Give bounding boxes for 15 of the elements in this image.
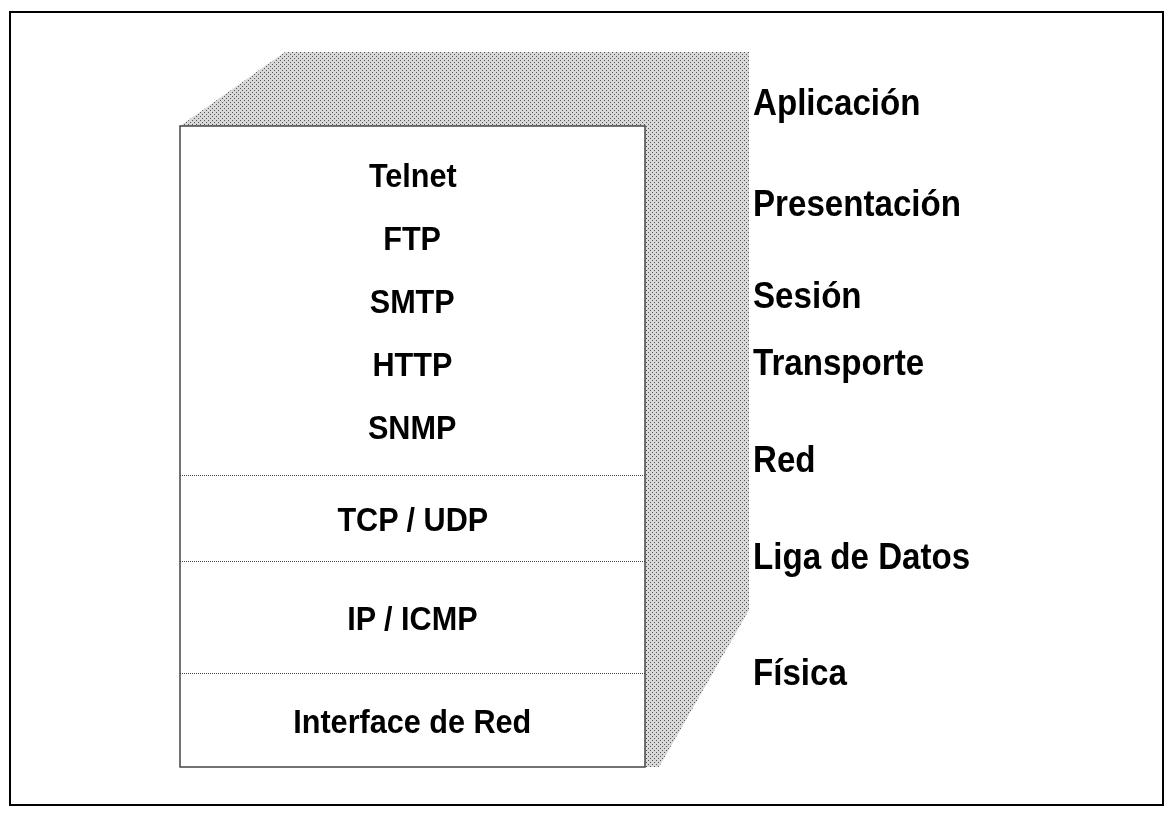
protocol-name: HTTP <box>372 346 453 381</box>
osi-layer-label: Aplicación <box>753 85 921 121</box>
protocol-name: SMTP <box>370 283 455 318</box>
osi-layer-label: Física <box>753 655 847 691</box>
protocol-name: SNMP <box>368 409 457 444</box>
protocol-name: IP / ICMP <box>347 600 478 635</box>
osi-layer-label: Transporte <box>753 345 925 381</box>
protocol-name: Interface de Red <box>293 703 532 738</box>
protocol-name: Telnet <box>368 157 457 192</box>
protocol-name: FTP <box>383 220 442 255</box>
osi-layer-label: Red <box>753 442 816 478</box>
protocol-name: TCP / UDP <box>337 501 488 536</box>
osi-layer-label: Liga de Datos <box>753 539 971 575</box>
osi-layer-label: Presentación <box>753 186 961 222</box>
osi-layer-label: Sesión <box>753 278 862 314</box>
